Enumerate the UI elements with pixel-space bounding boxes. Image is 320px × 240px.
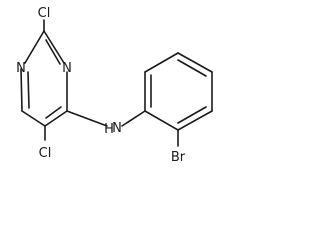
atom-label-h: H (104, 122, 114, 137)
atom-label-n-left: N (16, 61, 26, 76)
bond-b3-b4 (177, 52, 213, 73)
bond-b5-b6 (177, 110, 213, 131)
bond-c2-n3 (43, 30, 65, 64)
atom-label-n-right: N (62, 61, 72, 76)
atom-label-cl-bottom: Cl (39, 146, 52, 161)
bond-nh-c1-benzene (121, 110, 146, 127)
atom-label-cl-top: Cl (38, 6, 51, 21)
bond-n1-c6 (20, 68, 23, 112)
bond-c4-nh (66, 110, 108, 127)
atom-label-br: Br (171, 150, 186, 165)
bond-b6-b1 (144, 110, 179, 131)
bond-b2-b3 (144, 52, 179, 73)
bond-c2-n3-inner (45, 39, 61, 65)
bond-b3-b4-inner (177, 59, 207, 77)
bond-c5-c4 (44, 110, 68, 127)
atom-label-n-amine: N (112, 121, 122, 136)
bond-c6-c5 (21, 110, 46, 127)
molecule-structure-diagram: Cl N N Cl H N Br (16, 6, 213, 165)
bond-b5-b6-inner (177, 106, 207, 124)
bond-c2-n1 (24, 30, 45, 64)
bond-n1-c6-inner (27, 71, 30, 109)
bond-c5-c4-inner (45, 106, 62, 119)
